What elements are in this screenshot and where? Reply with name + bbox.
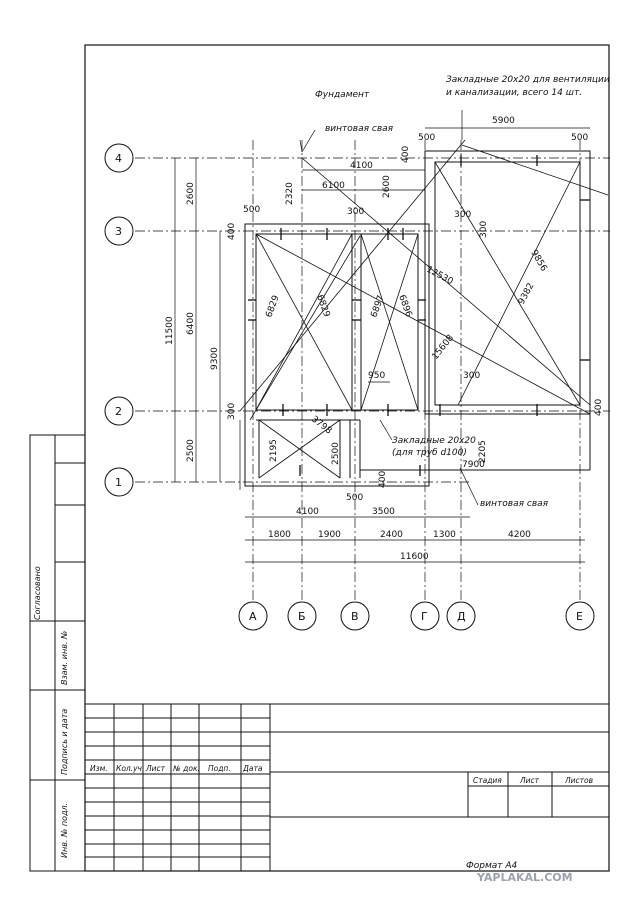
dim-bottom-2400: 2400 <box>380 530 403 540</box>
axis-label-4: 4 <box>115 152 122 165</box>
axis-label-a: А <box>249 610 257 623</box>
dim-950: 950 <box>368 371 385 381</box>
side-stamp <box>29 434 86 872</box>
dim-500-inner: 500 <box>346 493 363 503</box>
dim-bottom-11600: 11600 <box>400 552 429 562</box>
side-label-sign-date: Подпись и дата <box>60 709 69 775</box>
dim-diag-9382: 9382 <box>517 281 537 306</box>
dim-diag-6829-b: 6829 <box>314 294 331 319</box>
dim-7900: 7900 <box>462 460 485 470</box>
dim-3500: 3500 <box>372 507 395 517</box>
dim-400-inner-b: 400 <box>378 471 388 488</box>
pile-marks <box>248 155 590 476</box>
axis-label-1: 1 <box>115 476 122 489</box>
dim-bottom-4200: 4200 <box>508 530 531 540</box>
dim-500-b: 500 <box>571 133 588 143</box>
dim-2600-top: 2600 <box>382 175 392 198</box>
side-label-agreed: Согласовано <box>33 566 42 620</box>
format-label: Формат А4 <box>466 861 518 871</box>
dim-2320: 2320 <box>285 182 295 205</box>
diagonals <box>239 139 609 479</box>
dim-11500: 11500 <box>165 316 175 345</box>
screw-pile-top-label: винтовая свая <box>325 124 394 134</box>
note-embedded-line2: и канализации, всего 14 шт. <box>446 88 582 98</box>
tb-header-sign: Подп. <box>208 764 231 773</box>
drawing-title: Фундамент <box>315 90 370 100</box>
axis-bubbles <box>104 143 595 631</box>
screw-pile-bottom-label: винтовая свая <box>480 499 549 509</box>
tb-header-sheets: Листов <box>564 776 593 785</box>
tb-header-date: Дата <box>242 764 263 773</box>
dim-bottom-1300: 1300 <box>433 530 456 540</box>
dim-4100-inner: 4100 <box>296 507 319 517</box>
tb-header-stage: Стадия <box>473 776 502 785</box>
axis-label-2: 2 <box>115 405 122 418</box>
note-embedded-line1: Закладные 20х20 для вентиляции <box>446 75 610 85</box>
note-pipes-line1: Закладные 20х20 <box>392 436 476 446</box>
dim-diag-9856: 9856 <box>528 249 548 274</box>
axis-label-e: Е <box>576 610 583 623</box>
dimension-lines <box>174 110 590 563</box>
dim-bottom-1800: 1800 <box>268 530 291 540</box>
dim-diag-6896: 6896 <box>396 294 413 319</box>
axis-label-3: 3 <box>115 225 122 238</box>
tb-header-doc: № док. <box>172 764 200 773</box>
dim-6100: 6100 <box>322 181 345 191</box>
side-label-replace-inv: Взам. инв. № <box>60 631 69 685</box>
dim-300-c: 300 <box>479 221 489 238</box>
dim-400-top: 400 <box>401 146 411 163</box>
dim-500-a: 500 <box>418 133 435 143</box>
dim-9300: 9300 <box>210 347 220 370</box>
axis-label-g: Г <box>421 610 428 623</box>
dim-2500-left: 2500 <box>186 439 196 462</box>
dim-300-a: 300 <box>347 207 364 217</box>
dim-300-left: 300 <box>227 403 237 420</box>
axis-lines <box>135 140 610 600</box>
tb-header-list: Лист <box>145 764 166 773</box>
dim-300-b: 300 <box>454 210 471 220</box>
dim-6400: 6400 <box>186 312 196 335</box>
dim-4100-top: 4100 <box>350 161 373 171</box>
tb-header-izm: Изм. <box>90 764 108 773</box>
dim-diag-6829-a: 6829 <box>264 294 281 319</box>
side-label-inv-orig: Инв. № подл. <box>60 803 69 858</box>
dim-diag-15608: 15608 <box>430 333 456 362</box>
dim-300-inner: 300 <box>463 371 480 381</box>
dim-bottom-1900: 1900 <box>318 530 341 540</box>
axis-label-b: Б <box>298 610 306 623</box>
dim-5900: 5900 <box>492 116 515 126</box>
dim-diag-6897: 6897 <box>369 294 386 319</box>
dim-2500-inner: 2500 <box>331 442 341 465</box>
sheet-frame <box>84 44 610 872</box>
tb-header-kol: Кол.уч <box>116 764 143 773</box>
title-block <box>84 703 610 872</box>
dim-2195: 2195 <box>269 439 279 462</box>
note-pipes-line2: (для труб d100) <box>392 448 467 458</box>
axis-label-d: Д <box>457 610 466 623</box>
tb-header-sheet: Лист <box>519 776 540 785</box>
watermark: YAPLAKAL.COM <box>476 871 573 884</box>
dim-400-left: 400 <box>227 223 237 240</box>
dim-500-c: 500 <box>243 205 260 215</box>
dim-2205: 2205 <box>478 440 488 463</box>
axis-label-v: В <box>351 610 359 623</box>
dim-400-inner-a: 400 <box>594 399 604 416</box>
dim-2600-left: 2600 <box>186 182 196 205</box>
